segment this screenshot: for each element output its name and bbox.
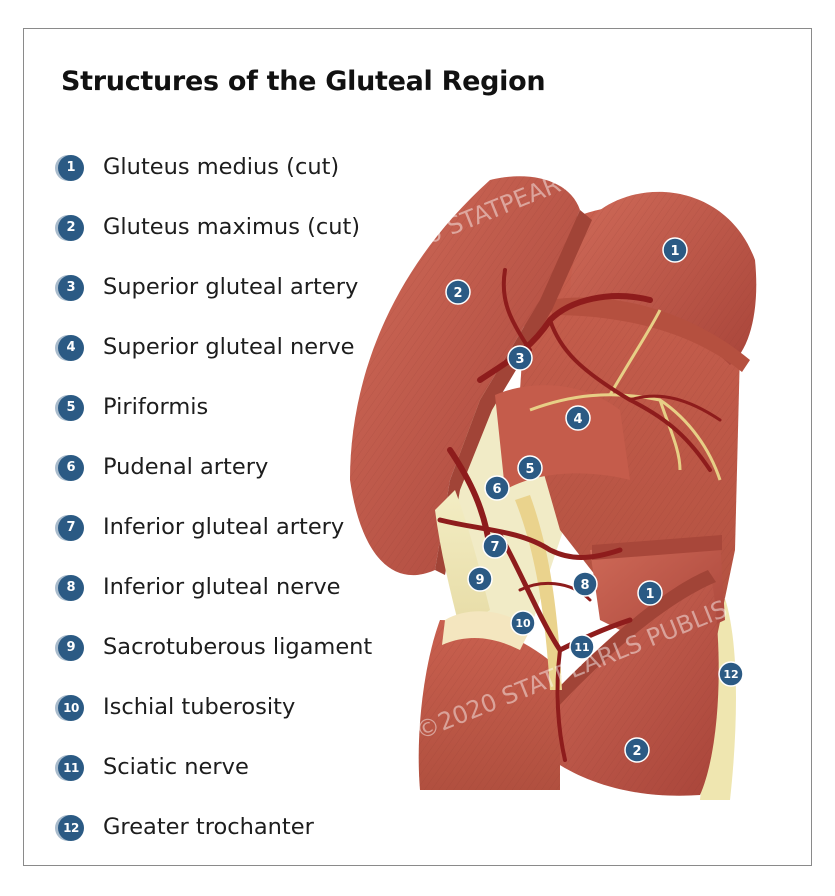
number-badge: 7 [58, 515, 84, 541]
legend-label: Inferior gluteal artery [103, 514, 345, 540]
hamstring-fibers [418, 620, 560, 790]
number-badge: 11 [58, 755, 84, 781]
svg-text:4: 4 [573, 412, 582, 427]
gluteus-maximus-flap-edge [435, 210, 592, 575]
svg-text:2: 2 [453, 286, 462, 301]
sciatic-nerve [515, 495, 562, 690]
callout: 10 [510, 610, 536, 636]
legend-label: Sciatic nerve [103, 754, 249, 780]
callout: 1 [637, 580, 663, 606]
callout: 8 [572, 571, 598, 597]
svg-text:10: 10 [515, 617, 531, 630]
callout: 11 [569, 634, 595, 660]
number-badge: 3 [58, 275, 84, 301]
svg-text:9: 9 [475, 573, 484, 588]
legend-label: Gluteus medius (cut) [103, 154, 340, 180]
gluteus-medius-lower-cut [592, 535, 722, 560]
number-badge: 9 [58, 635, 84, 661]
gluteus-medius-upper-cut [550, 297, 750, 372]
legend-label: Inferior gluteal nerve [103, 574, 341, 600]
callout: 2 [445, 279, 471, 305]
callout: 2 [624, 737, 650, 763]
number-badge: 10 [58, 695, 84, 721]
legend-label: Superior gluteal artery [103, 274, 359, 300]
callout: 4 [565, 405, 591, 431]
gluteus-maximus-lower-fibers [520, 570, 719, 796]
legend-label: Piriformis [103, 394, 209, 420]
svg-text:2: 2 [632, 744, 641, 759]
number-badge: 2 [58, 215, 84, 241]
callout: 7 [482, 533, 508, 559]
number-badge: 8 [58, 575, 84, 601]
legend-label: Ischial tuberosity [103, 694, 296, 720]
svg-text:7: 7 [490, 540, 499, 555]
callout: 5 [517, 455, 543, 481]
legend-label: Pudenal artery [103, 454, 269, 480]
svg-text:1: 1 [670, 244, 679, 259]
svg-text:8: 8 [580, 578, 589, 593]
sacrotuberous-ligament [435, 490, 490, 630]
callout: 1 [662, 237, 688, 263]
gluteus-medius-upper-fibers [570, 191, 757, 365]
number-badge: 6 [58, 455, 84, 481]
number-badge: 5 [58, 395, 84, 421]
legend-label: Greater trochanter [103, 814, 314, 840]
svg-text:1: 1 [645, 587, 654, 602]
superior-gluteal-nerve [529, 309, 722, 481]
legend-label: Sacrotuberous ligament [103, 634, 373, 660]
number-badge: 4 [58, 335, 84, 361]
arteries [437, 268, 722, 762]
svg-text:5: 5 [525, 462, 534, 477]
svg-text:11: 11 [574, 641, 589, 654]
gluteus-maximus-flap-fibers [350, 176, 580, 576]
svg-text:3: 3 [515, 352, 524, 367]
callout: 9 [467, 566, 493, 592]
callout: 12 [718, 661, 744, 687]
anatomy-drawing: ©2020 STATPEARLS PUBLISHING ©2020 STATPE… [350, 150, 770, 800]
svg-text:6: 6 [492, 482, 501, 497]
figure-title: Structures of the Gluteal Region [61, 66, 546, 97]
gluteal-illustration: ©2020 STATPEARLS PUBLISHING ©2020 STATPE… [330, 150, 770, 810]
callout: 3 [507, 345, 533, 371]
svg-text:12: 12 [723, 668, 738, 681]
callout: 6 [484, 475, 510, 501]
number-badge: 12 [58, 815, 84, 841]
ischial-tuberosity-shape [442, 611, 530, 650]
legend-label: Superior gluteal nerve [103, 334, 355, 360]
number-badge: 1 [58, 155, 84, 181]
legend-label: Gluteus maximus (cut) [103, 214, 361, 240]
